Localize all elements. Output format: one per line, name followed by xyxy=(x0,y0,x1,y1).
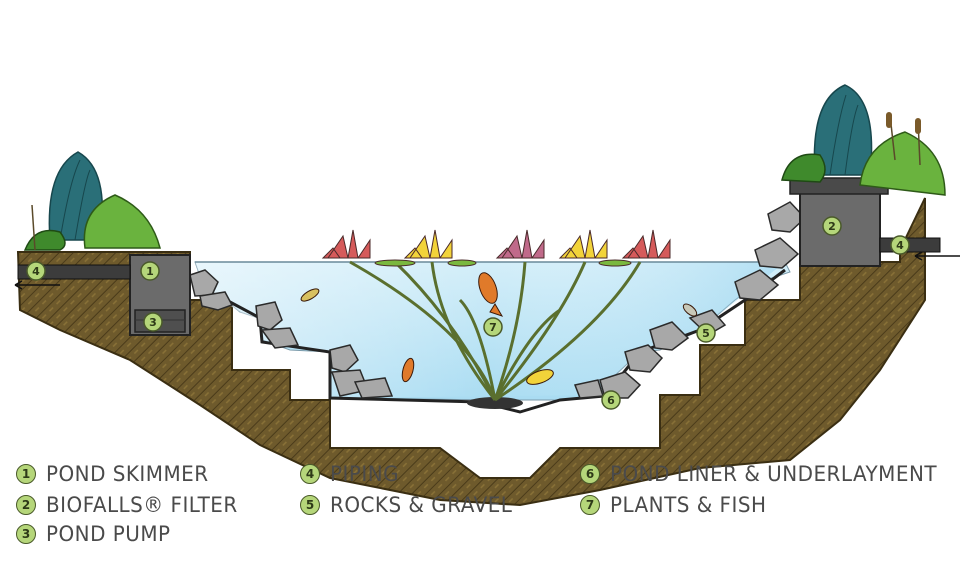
koi-fish xyxy=(300,272,698,385)
water-lilies xyxy=(321,229,671,267)
callout-skimmer: 1 xyxy=(140,261,160,281)
rocks-right xyxy=(573,201,807,399)
svg-text:4: 4 xyxy=(896,239,904,252)
svg-text:5: 5 xyxy=(702,327,710,340)
svg-text:3: 3 xyxy=(149,316,157,329)
callout-filter: 2 xyxy=(822,216,842,236)
pipe-left xyxy=(17,264,131,280)
soil-ground xyxy=(16,197,926,507)
callout-pipe-right: 4 xyxy=(890,235,910,255)
rocks-left xyxy=(189,269,394,399)
plants-left-bank xyxy=(23,151,161,251)
svg-text:4: 4 xyxy=(32,265,40,278)
callout-pump: 3 xyxy=(143,312,163,332)
plants-right-bank xyxy=(781,84,946,196)
pipe-left-arrow xyxy=(14,280,60,290)
svg-text:6: 6 xyxy=(607,394,615,407)
gravel-bed xyxy=(467,397,523,409)
callout-rocks: 5 xyxy=(696,323,716,343)
aquatic-plant-stems xyxy=(349,260,642,402)
pipe-right-arrow xyxy=(914,251,960,261)
callout-liner: 6 xyxy=(601,390,621,410)
svg-text:7: 7 xyxy=(489,321,497,334)
callout-pipe-left: 4 xyxy=(26,261,46,281)
svg-text:2: 2 xyxy=(828,220,836,233)
diagram-callouts: 1 2 3 4 4 5 6 7 xyxy=(26,216,910,410)
svg-text:1: 1 xyxy=(146,265,154,278)
callout-plants: 7 xyxy=(483,317,503,337)
pipe-right xyxy=(879,237,941,253)
